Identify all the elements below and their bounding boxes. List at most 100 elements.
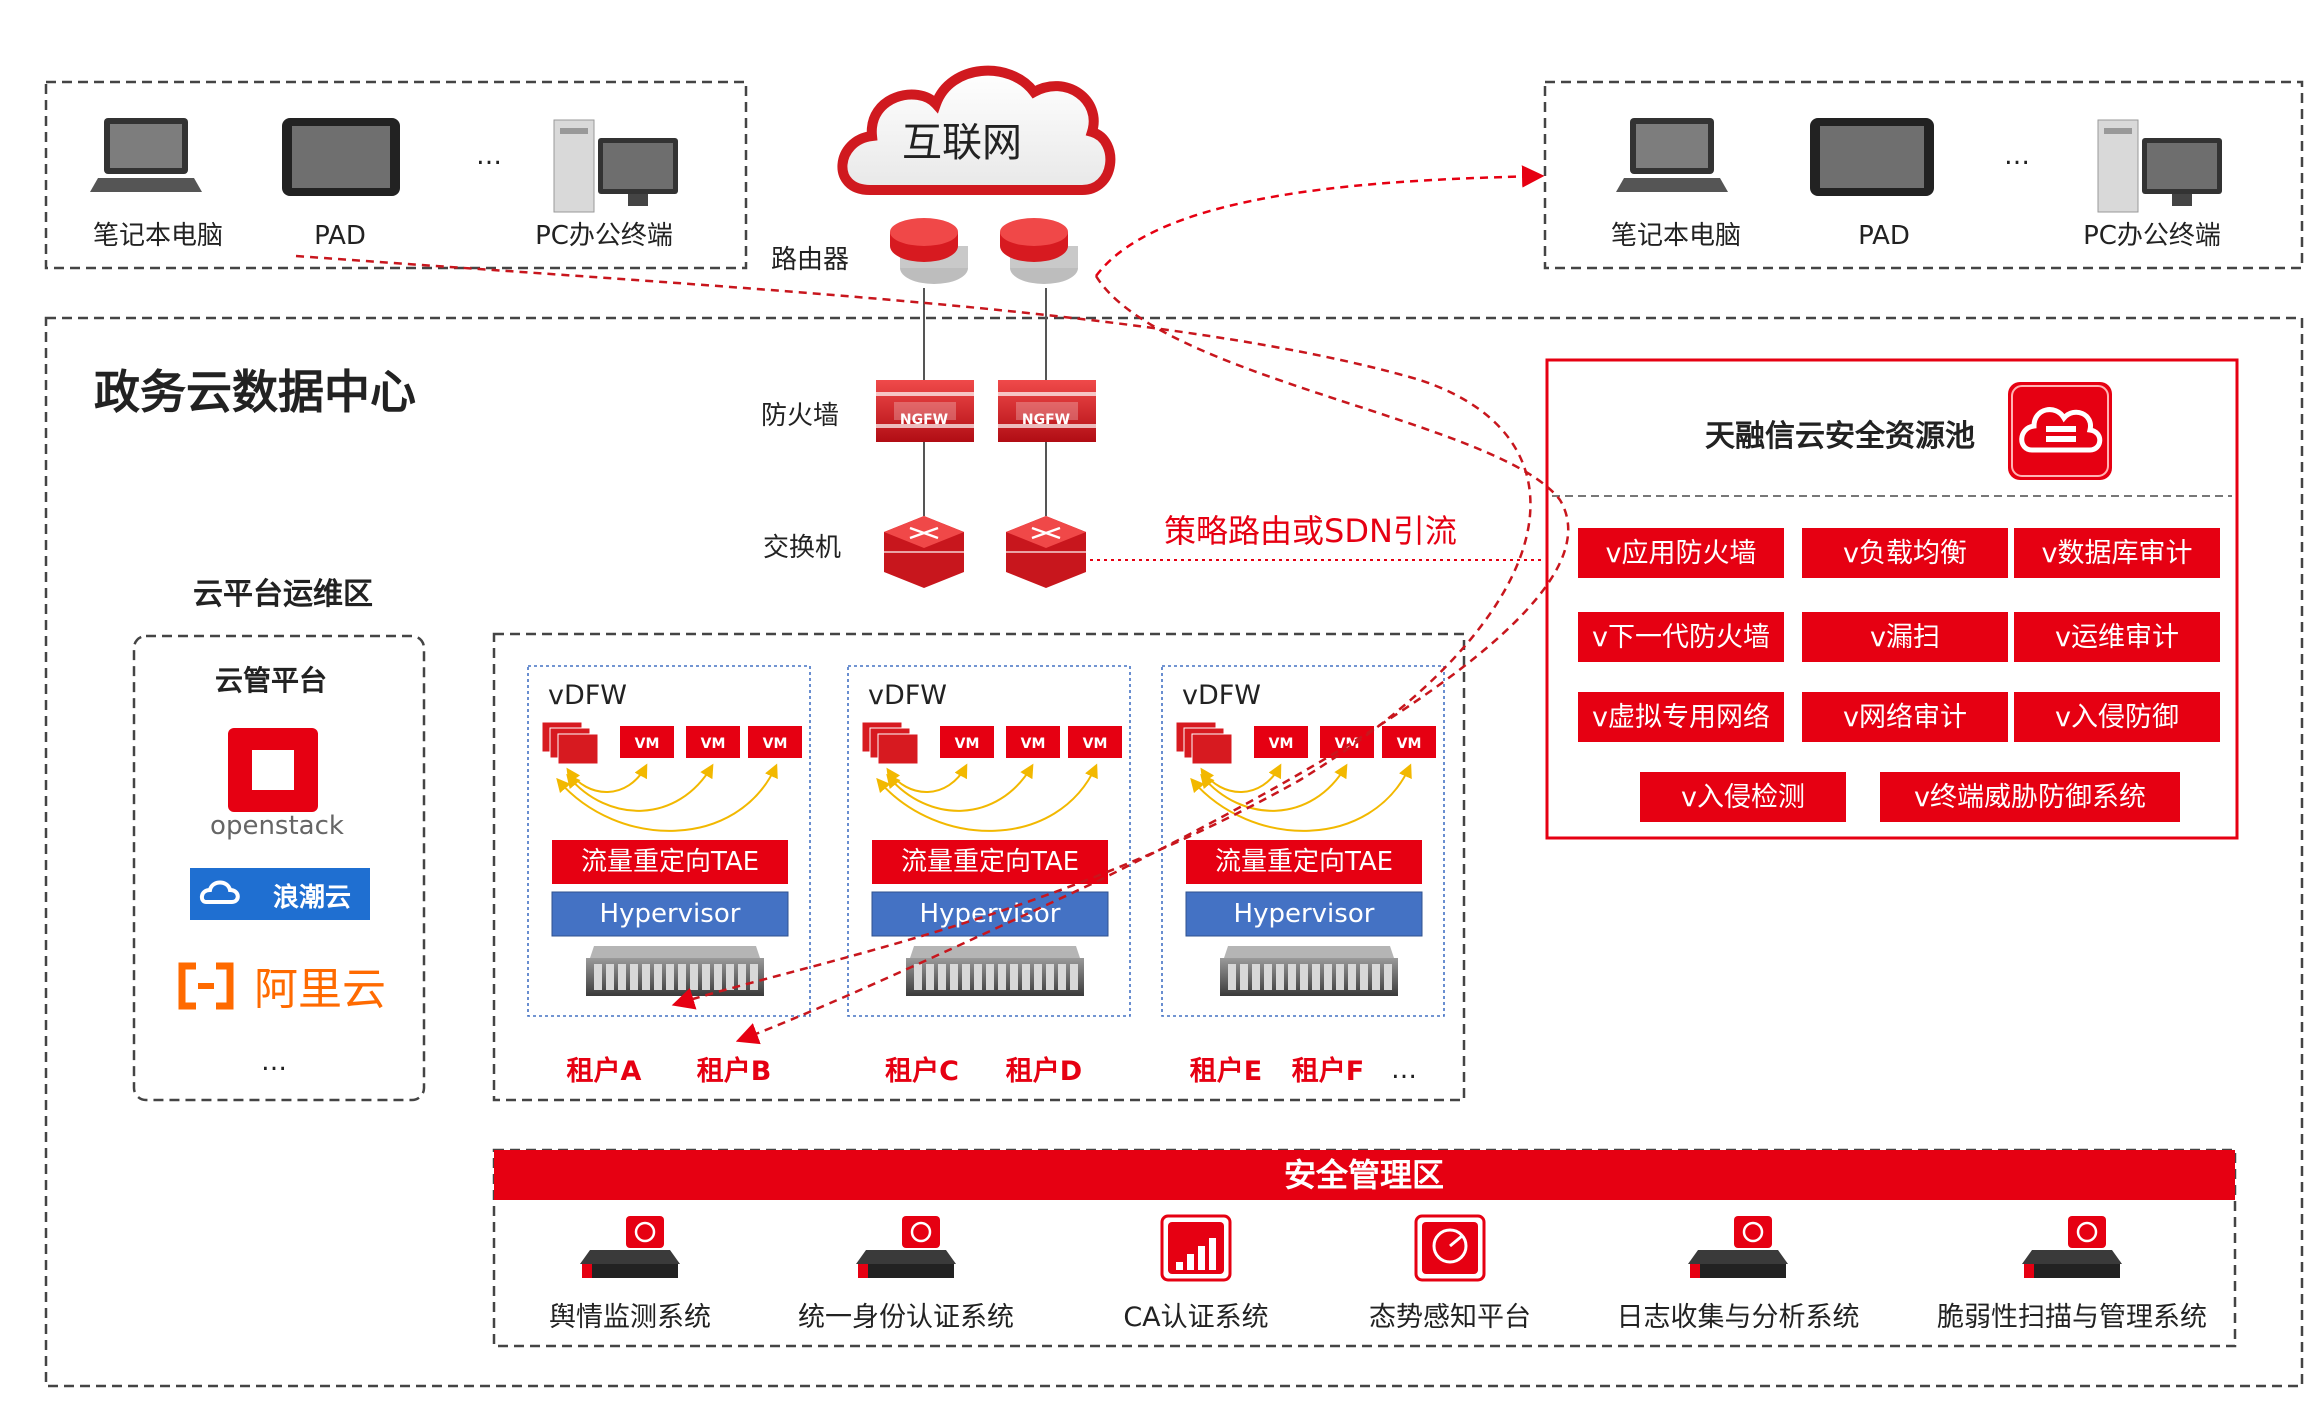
datacenter-title: 政务云数据中心 [94,365,416,419]
vm-box [748,726,802,758]
vm-box [1068,726,1122,758]
appliance-base [580,1250,680,1264]
tenant-ellipsis: … [1391,1055,1417,1085]
scanner-appliance-icon [2022,1216,2122,1278]
server-bay [986,964,994,990]
vm-box [1320,726,1374,758]
traffic-path-laptop-to-pool [295,254,1532,1010]
appliance-base [1688,1250,1788,1264]
appliance-badge [626,1216,664,1248]
pool-item-box [2014,612,2220,662]
pool-item-box [1640,772,1846,822]
laptop-icon [90,118,202,192]
badge-mark [2076,1221,2098,1243]
openstack-logo-text: openstack [210,811,344,841]
mgmt-system-label: 脆弱性扫描与管理系统 [1937,1302,2207,1333]
server-bay [1070,964,1078,990]
pool-item-label: v应用防火墙 [1606,538,1757,569]
appliance-front [858,1264,954,1278]
security-mgmt-header [494,1150,2235,1200]
server-bay [594,964,602,990]
badge-mark [634,1221,656,1243]
left-terminal-frame [44,80,748,270]
tenant-zone-frame [492,632,1466,1102]
security-mgmt-title: 安全管理区 [1284,1156,1444,1194]
appliance-base [2022,1250,2122,1264]
tae-label: 流量重定向TAE [581,847,759,877]
tenant-label: 租户E [1190,1055,1262,1087]
inspur-cloud-icon [199,880,240,904]
cloud-icon [837,65,1116,195]
server-bay [1348,964,1356,990]
host-frame [527,665,811,1017]
firewall-label: 防火墙 [761,401,839,431]
server-bay [1276,964,1284,990]
vm-label: VM [1269,736,1294,752]
mgmt-system-label: 舆情监测系统 [549,1302,711,1333]
server-bay [606,964,614,990]
appliance-icon [580,1216,680,1278]
ellipsis-left: … [476,141,502,171]
tae-label: 流量重定向TAE [1215,847,1393,877]
appliance-front [2024,1264,2120,1278]
pool-item-label: v运维审计 [2055,622,2179,653]
appliance-front [1690,1264,1786,1278]
aliyun-logo-text: 阿里云 [254,964,386,1015]
yellow-arrow [876,763,1098,832]
bar-mark [1176,1262,1183,1270]
server-bay [738,964,746,990]
vm-label: VM [955,736,980,752]
switch-icon [884,516,964,588]
vdfw-label: vDFW [868,680,947,711]
server-body [906,958,1084,996]
bar-mark [1187,1254,1194,1270]
server-bay [666,964,674,990]
pool-item-label: v数据库审计 [2042,538,2193,569]
ops-zone-frame [132,634,426,1102]
pool-item-label: v入侵防御 [2055,702,2179,733]
mgmt-system-label: CA认证系统 [1123,1302,1268,1333]
server-bay [690,964,698,990]
server-bay [962,964,970,990]
tenant-label: 租户B [697,1055,772,1087]
vdfw-firewall-icon [1175,721,1233,765]
bar-mark [1209,1238,1216,1270]
ops-box-title: 云管平台 [215,664,327,697]
resource-pool-title: 天融信云安全资源池 [1705,419,1975,454]
firewall-badge: NGFW [900,412,948,428]
host-frame [1161,665,1445,1017]
device-label-pc: PC办公终端 [535,221,673,251]
server-bay [702,964,710,990]
vm-label: VM [701,736,726,752]
hypervisor-label: Hypervisor [1234,899,1375,929]
tenant-label: 租户D [1006,1055,1082,1087]
server-bay [1264,964,1272,990]
firewall-icon [876,380,974,442]
server-rack-icon [586,946,764,996]
server-bay [926,964,934,990]
vm-label: VM [1397,736,1422,752]
server-bay [1022,964,1030,990]
vdfw-firewall-icon [541,721,599,765]
appliance-led [2024,1264,2034,1278]
vm-box [1382,726,1436,758]
log-appliance-icon [1688,1216,1788,1278]
switch-icon [1006,516,1086,588]
resource-pool-frame [1545,358,2239,840]
aliyun-logo-icon [178,962,234,1010]
pool-item-label: v下一代防火墙 [1592,622,1770,653]
tenant-label: 租户A [567,1055,642,1087]
tenant-label: 租户F [1292,1055,1364,1087]
badge-mark [910,1221,932,1243]
ca-chart-icon [1160,1214,1232,1282]
tablet-icon [282,118,400,196]
server-bay [1312,964,1320,990]
vm-label: VM [635,736,660,752]
switch-label: 交换机 [763,533,841,563]
tenant-label: 租户C [885,1055,959,1087]
device-label-pad: PAD [1858,221,1910,251]
server-bay [726,964,734,990]
ellipsis-right: … [2004,141,2030,171]
server-bay [714,964,722,990]
